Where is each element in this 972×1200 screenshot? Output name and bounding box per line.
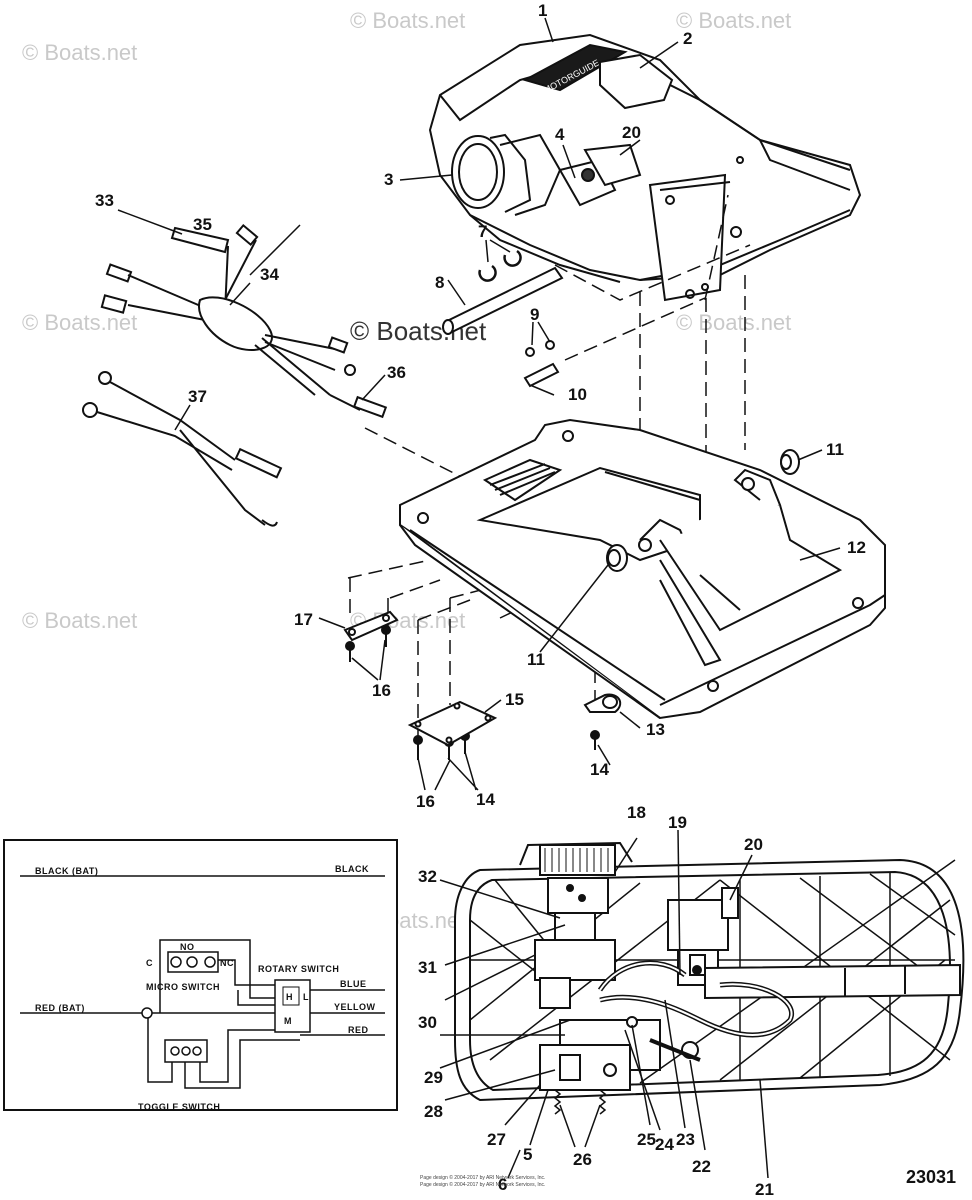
callout-26: 26 (573, 1150, 592, 1169)
watermark: © Boats.net (676, 310, 791, 335)
cover-plate (407, 700, 498, 747)
callout-33: 33 (95, 191, 114, 210)
label-nc: NC (220, 958, 234, 968)
wire-harness (100, 223, 388, 419)
pin (523, 340, 560, 388)
top-cover: MOTORGUIDE (428, 33, 862, 302)
callout-29: 29 (424, 1068, 443, 1087)
callout-14: 14 (590, 760, 609, 779)
bushing (606, 544, 628, 572)
clips (478, 249, 522, 282)
callout-10: 10 (568, 385, 587, 404)
clamp (583, 693, 622, 713)
callout-6: 6 (498, 1175, 507, 1194)
callout-35: 35 (193, 215, 212, 234)
label-red: RED (348, 1025, 369, 1035)
label-c: C (146, 958, 153, 968)
battery-leads (82, 371, 283, 527)
callout-4: 4 (555, 125, 565, 144)
callout-18: 18 (627, 803, 646, 822)
callout-34: 34 (260, 265, 279, 284)
callout-19: 19 (668, 813, 687, 832)
label-yellow: YELLOW (334, 1002, 376, 1012)
label-red-bat: RED (BAT) (35, 1003, 85, 1013)
callout-28: 28 (424, 1102, 443, 1121)
callout-11: 11 (527, 650, 545, 669)
label-micro-switch: MICRO SWITCH (146, 982, 220, 992)
watermark: © Boats.net (22, 310, 137, 335)
watermark: © Boats.net (676, 8, 791, 33)
callout-36: 36 (387, 363, 406, 382)
label-toggle-switch: TOGGLE SWITCH (138, 1102, 220, 1112)
figure-number: 23031 (906, 1167, 956, 1187)
callout-labels: 1 2 3 4 20 33 35 7 34 8 9 36 10 37 11 12… (95, 1, 866, 1199)
callout-1: 1 (538, 1, 547, 20)
callout-21: 21 (755, 1180, 774, 1199)
callout-24: 24 (655, 1135, 674, 1154)
wiring-schematic: BLACK (BAT) BLACK NO C NC ROTARY SWITCH … (3, 839, 398, 1112)
rotary-letter: H (286, 992, 293, 1002)
callout-23: 23 (676, 1130, 695, 1149)
callout-8: 8 (435, 273, 444, 292)
leader-lines (117, 17, 841, 1179)
callout-3: 3 (384, 170, 393, 189)
callout-30: 30 (418, 1013, 437, 1032)
callout-20: 20 (622, 123, 641, 142)
shaft (442, 266, 564, 335)
label-black: BLACK (335, 864, 369, 874)
callout-32: 32 (418, 867, 437, 886)
callout-5: 5 (523, 1145, 532, 1164)
label-black-bat: BLACK (BAT) (35, 866, 98, 876)
callout-15: 15 (505, 690, 524, 709)
callout-22: 22 (692, 1157, 711, 1176)
callout-16: 16 (372, 681, 391, 700)
watermark: © Boats.net (22, 608, 137, 633)
callout-37: 37 (188, 387, 207, 406)
callout-17: 17 (294, 610, 313, 629)
label-blue: BLUE (340, 979, 367, 989)
rotary-letter: L (303, 992, 309, 1002)
label-no: NO (180, 942, 195, 952)
callout-14: 14 (476, 790, 495, 809)
watermark: © Boats.net (350, 8, 465, 33)
callout-9: 9 (530, 305, 539, 324)
callout-13: 13 (646, 720, 665, 739)
base (399, 418, 886, 720)
callout-16: 16 (416, 792, 435, 811)
callout-31: 31 (418, 958, 437, 977)
callout-11: 11 (826, 440, 844, 459)
callout-12: 12 (847, 538, 866, 557)
bottom-view (454, 841, 965, 1115)
footer-line: Page design © 2004-2017 by ARI Network S… (420, 1181, 545, 1188)
label-rotary-switch: ROTARY SWITCH (258, 964, 339, 974)
callout-7: 7 (478, 222, 487, 241)
callout-27: 27 (487, 1130, 506, 1149)
watermark: © Boats.net (22, 40, 137, 65)
callout-20: 20 (744, 835, 763, 854)
callout-25: 25 (637, 1130, 656, 1149)
footer-line: Page design © 2004-2017 by ARI Network S… (420, 1174, 545, 1181)
rotary-letter: M (284, 1016, 292, 1026)
plate (343, 610, 399, 642)
bushing (780, 449, 800, 475)
callout-2: 2 (683, 29, 692, 48)
